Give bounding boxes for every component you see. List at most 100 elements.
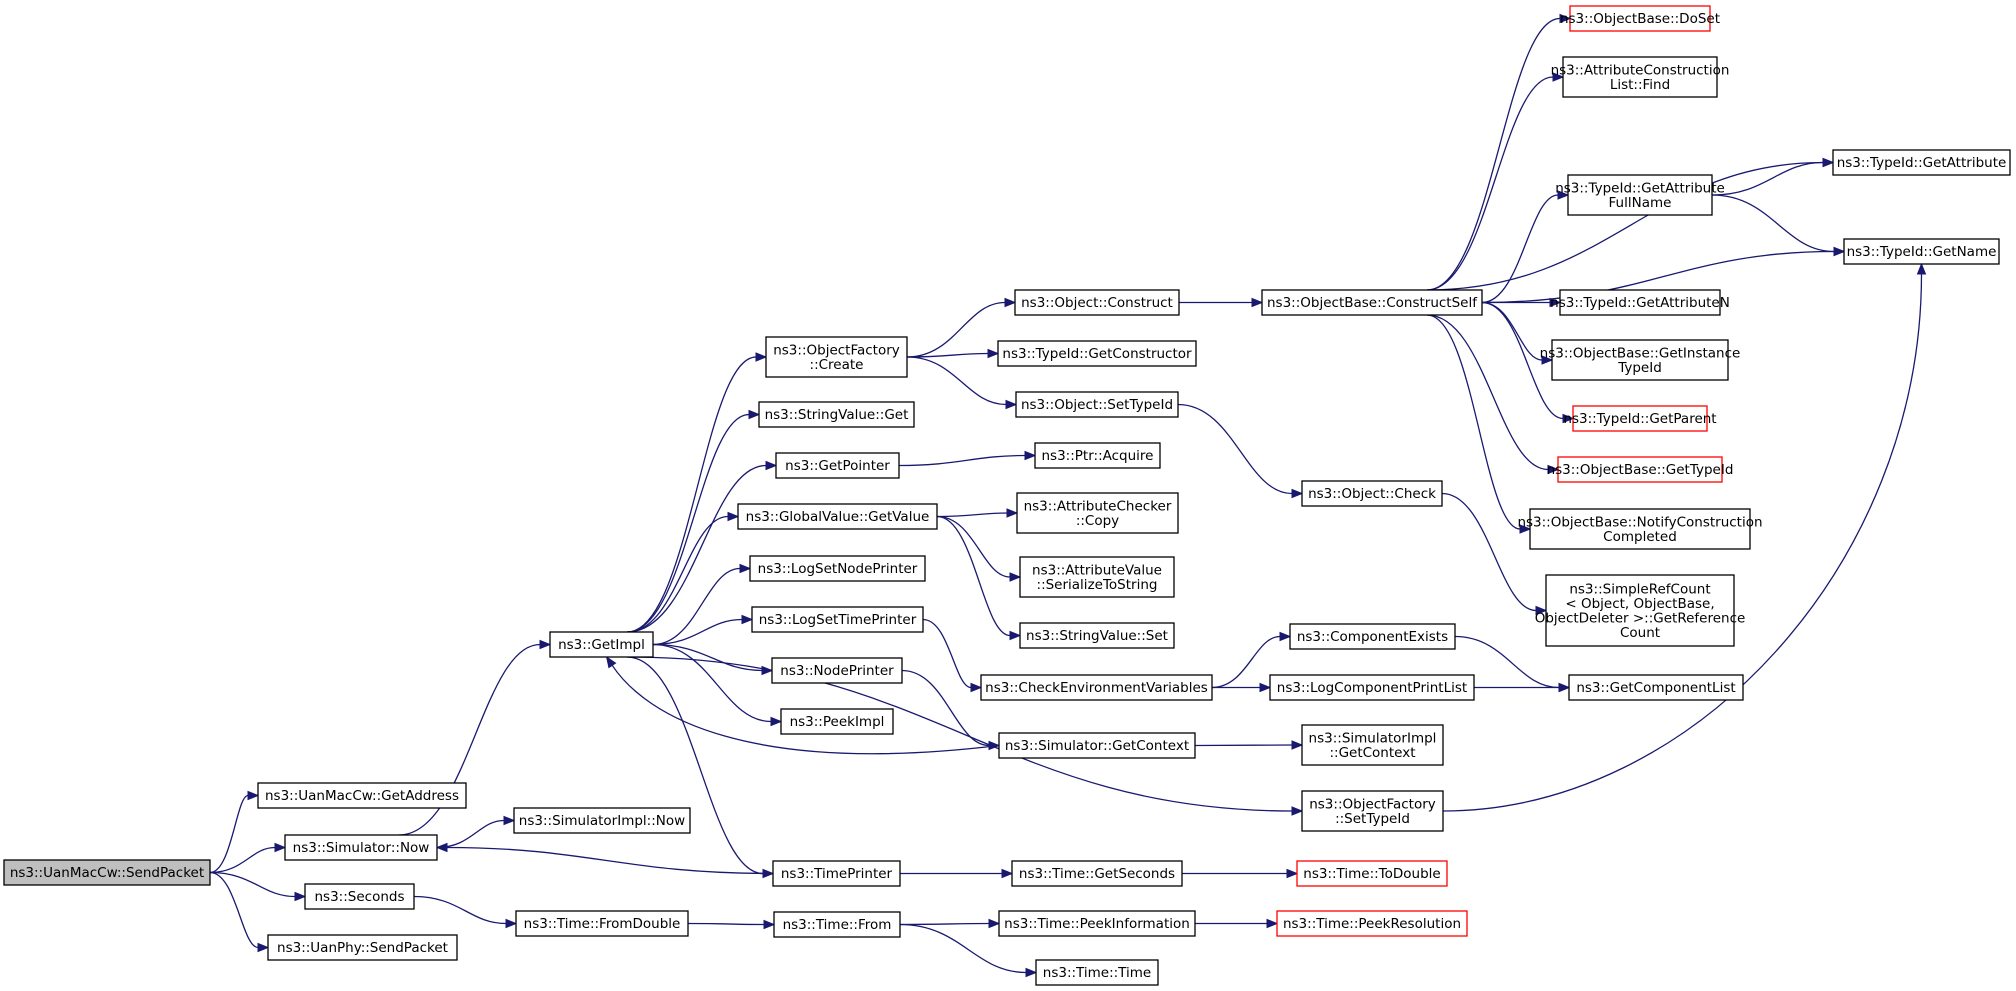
node-logsetnode[interactable]: ns3::LogSetNodePrinter bbox=[749, 555, 926, 582]
arrowhead-icon bbox=[1009, 572, 1022, 582]
node-timefrom[interactable]: ns3::Time::From bbox=[773, 911, 901, 938]
node-box bbox=[765, 336, 908, 378]
node-peekresolution[interactable]: ns3::Time::PeekResolution bbox=[1276, 910, 1468, 937]
node-label: ns3::AttributeConstruction bbox=[1551, 62, 1730, 78]
call-edge-root-to-seconds bbox=[209, 871, 307, 902]
node-objconstruct[interactable]: ns3::Object::Construct bbox=[1014, 289, 1180, 316]
edge-line bbox=[1711, 161, 1824, 196]
node-ofsettypeid[interactable]: ns3::ObjectFactory::SetTypeId bbox=[1301, 790, 1444, 832]
call-edge-constructself-to-doset bbox=[1426, 13, 1572, 291]
node-getcomponentlist[interactable]: ns3::GetComponentList bbox=[1568, 674, 1744, 701]
node-timetime[interactable]: ns3::Time::Time bbox=[1035, 959, 1159, 986]
arrowhead-icon bbox=[739, 563, 752, 574]
node-objcheck[interactable]: ns3::Object::Check bbox=[1301, 480, 1443, 507]
node-getparent[interactable]: ns3::TypeId::GetParent bbox=[1563, 405, 1717, 432]
node-box bbox=[780, 708, 894, 735]
node-label: ns3::Time::Time bbox=[1043, 965, 1151, 981]
node-label: ns3::ObjectBase::ConstructSelf bbox=[1267, 295, 1478, 311]
call-edge-constructself-to-getattrfullname bbox=[1481, 190, 1570, 304]
node-box bbox=[772, 860, 901, 887]
node-strvalget[interactable]: ns3::StringValue::Get bbox=[758, 401, 915, 428]
node-objsettypeid[interactable]: ns3::Object::SetTypeId bbox=[1015, 391, 1179, 418]
node-box bbox=[257, 782, 467, 809]
node-notifyconstruction[interactable]: ns3::ObjectBase::NotifyConstructionCompl… bbox=[1517, 508, 1763, 550]
node-timeprinter[interactable]: ns3::TimePrinter bbox=[772, 860, 901, 887]
node-getaddress[interactable]: ns3::UanMacCw::GetAddress bbox=[257, 782, 467, 809]
edge-line bbox=[687, 922, 765, 926]
call-edge-root-to-simnow bbox=[209, 842, 287, 874]
node-ofcreate[interactable]: ns3::ObjectFactory::Create bbox=[765, 336, 908, 378]
node-timegetseconds[interactable]: ns3::Time::GetSeconds bbox=[1011, 860, 1183, 887]
edge-line bbox=[901, 669, 990, 747]
node-checkenv[interactable]: ns3::CheckEnvironmentVariables bbox=[980, 674, 1213, 701]
call-edge-objcheck-to-simplerefcount bbox=[1441, 492, 1548, 616]
node-box bbox=[1832, 149, 2011, 176]
node-avserialize[interactable]: ns3::AttributeValue::SerializeToString bbox=[1019, 556, 1175, 598]
node-label: Completed bbox=[1603, 529, 1677, 545]
edge-line bbox=[446, 846, 774, 875]
node-box bbox=[1568, 674, 1744, 701]
call-edge-timeprinter-to-timegetseconds bbox=[899, 868, 1014, 879]
node-logsettime[interactable]: ns3::LogSetTimePrinter bbox=[751, 606, 924, 633]
node-acheckcopy[interactable]: ns3::AttributeChecker::Copy bbox=[1016, 492, 1179, 534]
arrowhead-icon bbox=[1251, 297, 1264, 308]
node-getconstructor[interactable]: ns3::TypeId::GetConstructor bbox=[997, 340, 1197, 367]
call-edge-getattrfullname-to-getname bbox=[1711, 194, 1846, 257]
node-getname[interactable]: ns3::TypeId::GetName bbox=[1843, 238, 2000, 265]
arrowhead-icon bbox=[1535, 605, 1548, 616]
node-peekinfo[interactable]: ns3::Time::PeekInformation bbox=[998, 910, 1196, 937]
node-simimplgetctx[interactable]: ns3::SimulatorImpl::GetContext bbox=[1301, 724, 1444, 766]
node-getimpl[interactable]: ns3::GetImpl bbox=[549, 631, 654, 658]
node-strvalset[interactable]: ns3::StringValue::Set bbox=[1019, 622, 1175, 649]
node-box bbox=[1261, 289, 1483, 316]
node-logcompprint[interactable]: ns3::LogComponentPrintList bbox=[1269, 674, 1475, 701]
call-edge-getimpl-to-logsettime bbox=[652, 614, 754, 646]
node-fromdouble[interactable]: ns3::Time::FromDouble bbox=[515, 910, 689, 937]
node-getattributen[interactable]: ns3::TypeId::GetAttributeN bbox=[1550, 289, 1730, 316]
arrowhead-icon bbox=[763, 919, 776, 930]
node-getpointer[interactable]: ns3::GetPointer bbox=[775, 452, 900, 479]
node-simplerefcount[interactable]: ns3::SimpleRefCount< Object, ObjectBase,… bbox=[1535, 574, 1746, 647]
node-box bbox=[1559, 289, 1721, 316]
node-peekimpl[interactable]: ns3::PeekImpl bbox=[780, 708, 894, 735]
call-edge-getimpl-to-ofsettypeid bbox=[627, 656, 1304, 816]
call-edge-ofcreate-to-objconstruct bbox=[906, 297, 1017, 358]
node-constructself[interactable]: ns3::ObjectBase::ConstructSelf bbox=[1261, 289, 1483, 316]
node-todouble[interactable]: ns3::Time::ToDouble bbox=[1296, 860, 1448, 887]
node-simimplnow[interactable]: ns3::SimulatorImpl::Now bbox=[513, 807, 691, 834]
call-edge-root-to-uanphysend bbox=[209, 871, 270, 953]
node-getattribute[interactable]: ns3::TypeId::GetAttribute bbox=[1832, 149, 2011, 176]
arrowhead-icon bbox=[1025, 967, 1038, 978]
node-label: ns3::ObjectFactory bbox=[1309, 796, 1436, 812]
call-edges bbox=[209, 13, 1927, 978]
call-edge-constructself-to-aclfind bbox=[1426, 72, 1565, 291]
arrowhead-icon bbox=[741, 614, 754, 625]
node-uanphysend[interactable]: ns3::UanPhy::SendPacket bbox=[267, 934, 458, 961]
node-compexists[interactable]: ns3::ComponentExists bbox=[1289, 623, 1456, 650]
node-nodeprinter[interactable]: ns3::NodePrinter bbox=[771, 657, 903, 684]
node-seconds[interactable]: ns3::Seconds bbox=[304, 883, 415, 910]
node-box bbox=[1301, 724, 1444, 766]
node-ptracquire[interactable]: ns3::Ptr::Acquire bbox=[1034, 442, 1161, 469]
edge-line bbox=[652, 643, 772, 723]
call-edge-getimpl-to-nodeprinter bbox=[652, 643, 774, 676]
node-simgetcontext[interactable]: ns3::Simulator::GetContext bbox=[998, 732, 1196, 759]
node-label: ns3::GlobalValue::GetValue bbox=[746, 509, 930, 525]
node-simnow[interactable]: ns3::Simulator::Now bbox=[284, 834, 438, 861]
node-label: ns3::TypeId::GetAttribute bbox=[1837, 155, 2007, 171]
edge-line bbox=[652, 567, 741, 646]
edge-line bbox=[906, 356, 1007, 406]
node-box bbox=[980, 674, 1213, 701]
node-box bbox=[1014, 289, 1180, 316]
node-gvgetvalue[interactable]: ns3::GlobalValue::GetValue bbox=[737, 503, 938, 530]
edge-line bbox=[906, 301, 1006, 358]
edge-line bbox=[898, 454, 1026, 467]
node-root[interactable]: ns3::UanMacCw::SendPacket bbox=[3, 859, 211, 886]
call-edge-timefrom-to-peekinfo bbox=[899, 918, 1001, 929]
node-doset[interactable]: ns3::ObjectBase::DoSet bbox=[1560, 5, 1720, 32]
node-obgettypeid[interactable]: ns3::ObjectBase::GetTypeId bbox=[1547, 456, 1734, 483]
arrowhead-icon bbox=[970, 682, 983, 693]
